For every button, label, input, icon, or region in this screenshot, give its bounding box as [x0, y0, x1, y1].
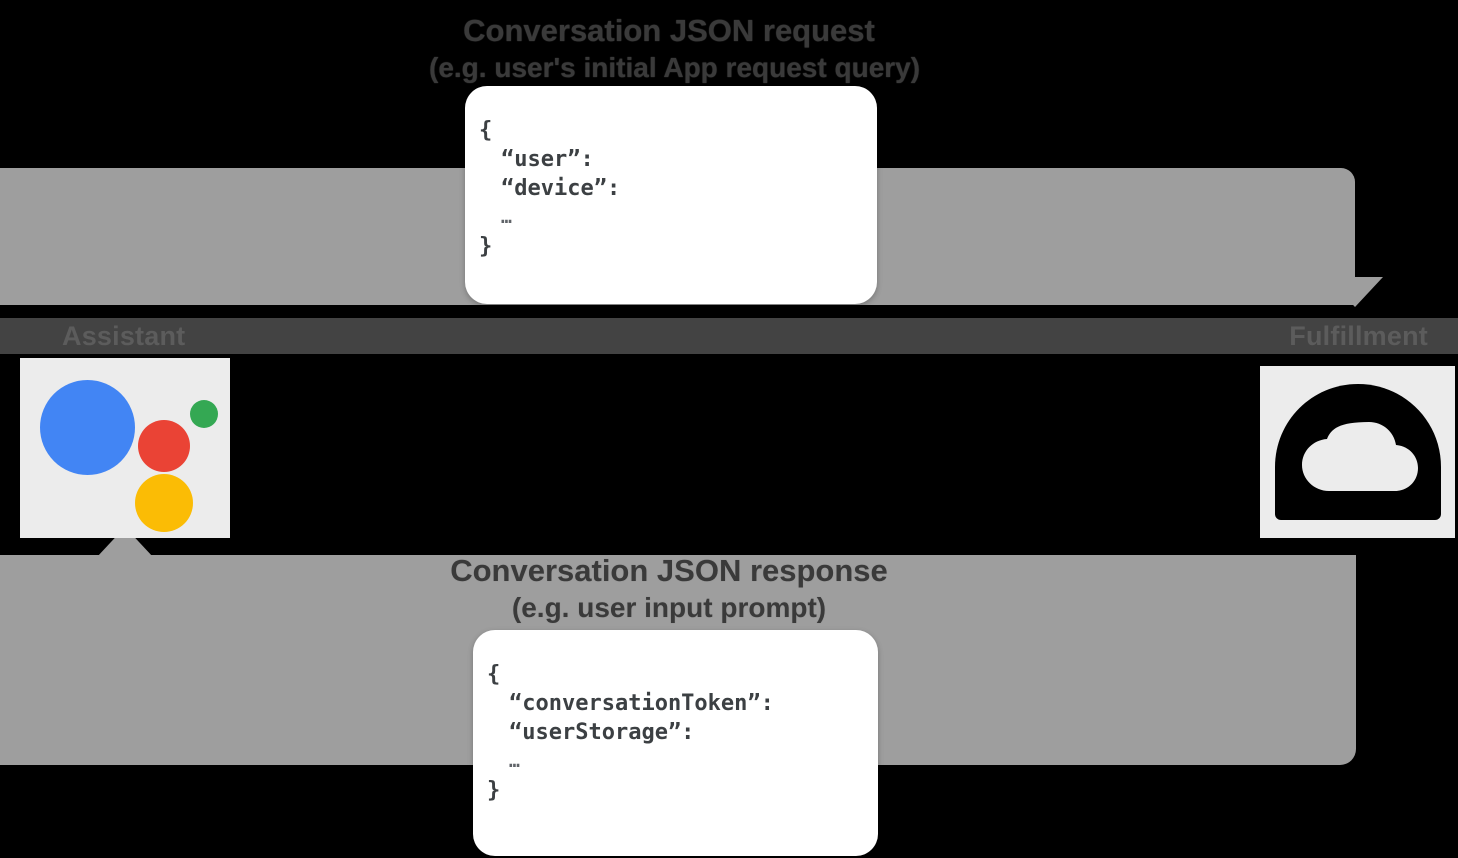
response-json-card: { “conversationToken”: “userStorage”: … …	[473, 630, 878, 856]
response-caption-line-2: (e.g. user input prompt)	[511, 592, 827, 623]
google-assistant-blue-dot-icon	[40, 380, 135, 475]
request-caption-line-2: (e.g. user's initial App request query)	[429, 52, 921, 83]
json-line: }	[487, 778, 501, 803]
assistant-lane-label: Assistant	[62, 321, 186, 351]
fulfillment-lane-label: Fulfillment	[1289, 321, 1428, 351]
json-line: “device”:	[501, 176, 621, 201]
actor-lane	[0, 318, 1458, 354]
fulfillment-endpoint-tile[interactable]	[1260, 366, 1455, 538]
request-json-card: { “user”: “device”: … }	[465, 86, 877, 304]
response-arrow-shaft-left	[0, 555, 260, 765]
json-line: “user”:	[501, 147, 594, 172]
json-line: {	[479, 118, 493, 143]
json-line: }	[479, 234, 493, 259]
json-line: “conversationToken”:	[509, 691, 774, 716]
assistant-endpoint-tile[interactable]	[20, 358, 230, 538]
google-assistant-green-dot-icon	[190, 400, 218, 428]
json-line: …	[501, 207, 512, 228]
request-caption-line-1: Conversation JSON request	[463, 13, 875, 48]
json-line: “userStorage”:	[509, 720, 695, 745]
json-line: …	[509, 751, 520, 772]
cloud-functions-icon	[1274, 384, 1441, 520]
google-assistant-red-dot-icon	[138, 420, 190, 472]
google-assistant-yellow-dot-icon	[135, 474, 193, 532]
request-arrow-head-icon	[1327, 277, 1383, 307]
request-flow-caption: Conversation JSON request (e.g. user's i…	[429, 12, 921, 86]
response-flow-caption: Conversation JSON response (e.g. user in…	[429, 552, 909, 626]
json-line: {	[487, 662, 501, 687]
response-caption-line-1: Conversation JSON response	[450, 553, 888, 588]
